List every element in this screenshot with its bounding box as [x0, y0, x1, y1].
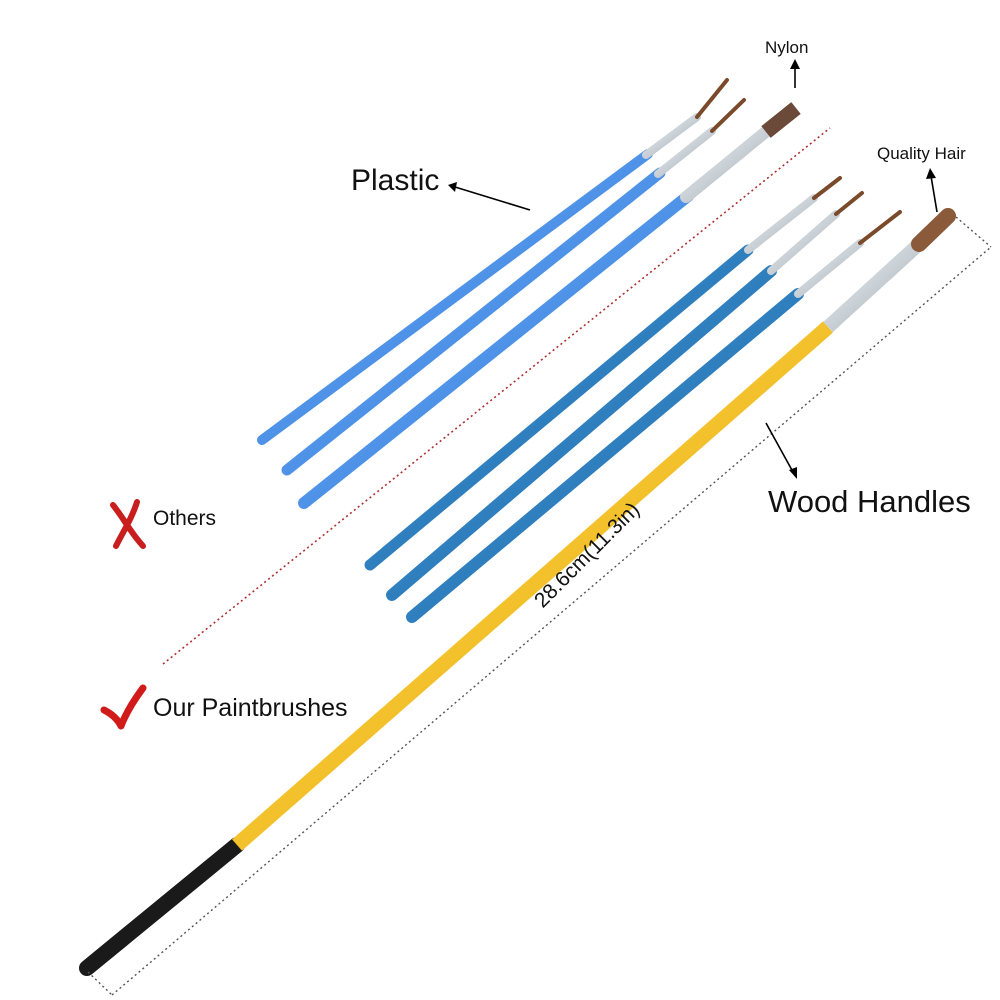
cross-icon: [110, 499, 146, 549]
others-label: Others: [153, 507, 217, 530]
quality-hair-label: Quality Hair: [877, 144, 966, 163]
metal-brush-2: [386, 191, 864, 601]
metal-brush-1: [364, 176, 842, 571]
wood-handles-arrow: [765, 422, 797, 479]
metal-brush-3: [406, 210, 902, 623]
wood-handles-label: Wood Handles: [768, 484, 971, 519]
quality-hair-arrow: [926, 168, 938, 213]
plastic-arrow: [448, 182, 531, 211]
our-paintbrushes-label: Our Paintbrushes: [153, 694, 348, 722]
nylon-arrow: [790, 59, 800, 88]
length-indicator: [87, 216, 992, 996]
plastic-label: Plastic: [351, 164, 440, 197]
plastic-brush-2: [281, 98, 746, 476]
plastic-brush-1: [257, 78, 729, 445]
nylon-label: Nylon: [765, 38, 809, 57]
plastic-brush-3: [298, 102, 801, 509]
check-icon: [100, 684, 147, 730]
our-paintbrush: [79, 208, 956, 976]
divider-line: [162, 127, 831, 665]
